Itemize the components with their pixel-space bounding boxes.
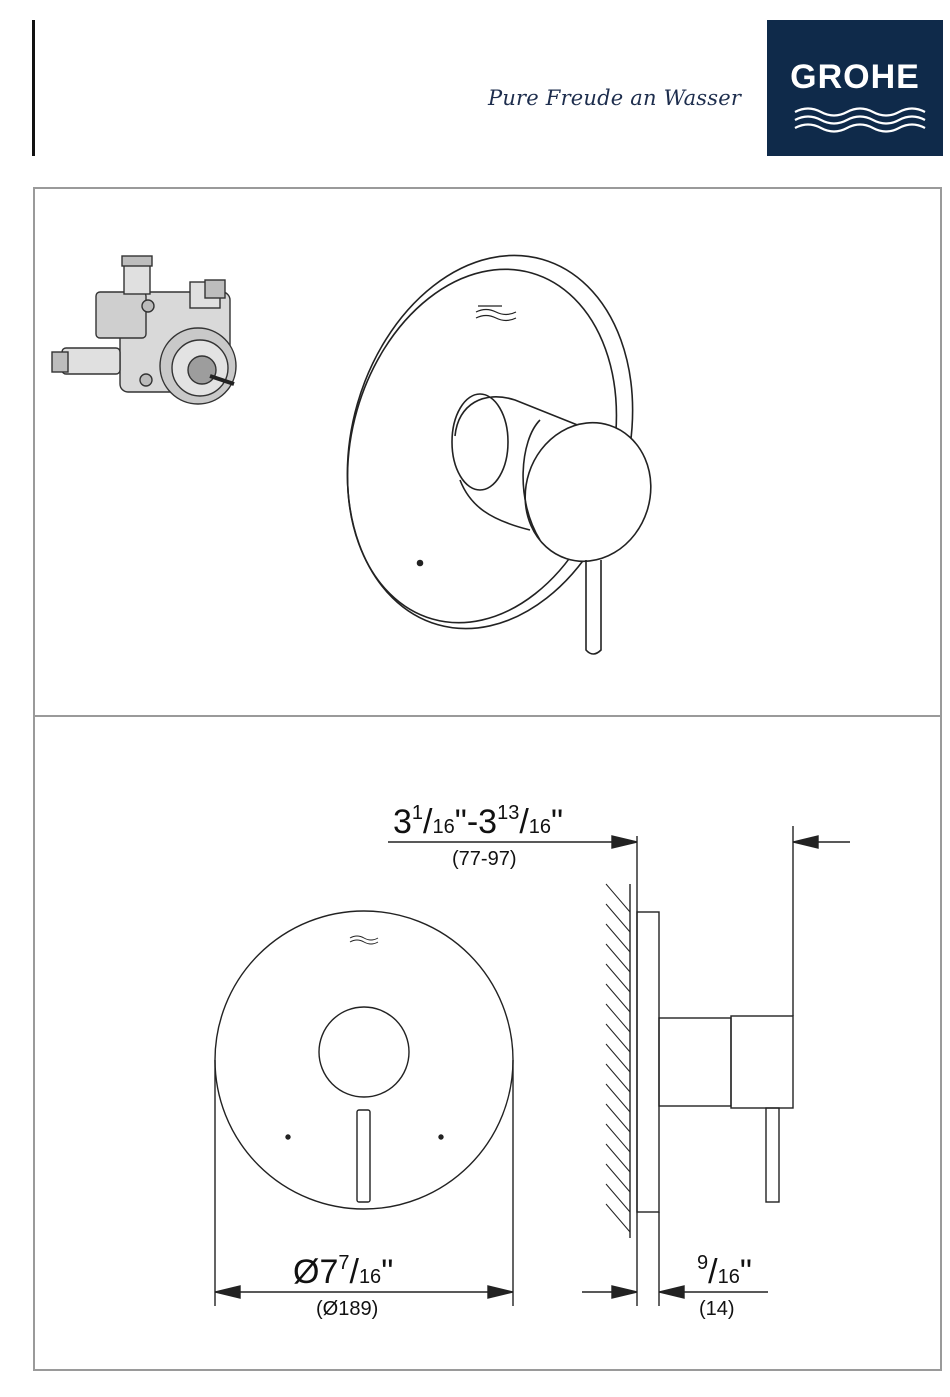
side-escutcheon — [637, 912, 659, 1212]
depth-dimension-label: 31/16"-313/16" — [393, 802, 563, 842]
side-lever — [766, 1108, 779, 1202]
diameter-dimension-label: Ø77/16" — [293, 1252, 393, 1292]
front-escutcheon — [215, 911, 513, 1209]
front-handle-cap — [319, 1007, 409, 1097]
side-handle-cap — [731, 1016, 793, 1108]
cap-dimension-metric: (14) — [699, 1298, 735, 1321]
front-lever — [357, 1110, 370, 1202]
depth-dimension-metric: (77-97) — [452, 848, 516, 871]
cap-dimension-label: 9/16" — [697, 1252, 752, 1292]
side-handle-body — [659, 1018, 731, 1106]
wall-hatch — [606, 884, 630, 1232]
front-logo-icon — [350, 936, 378, 944]
diameter-dimension-metric: (Ø189) — [316, 1298, 378, 1321]
